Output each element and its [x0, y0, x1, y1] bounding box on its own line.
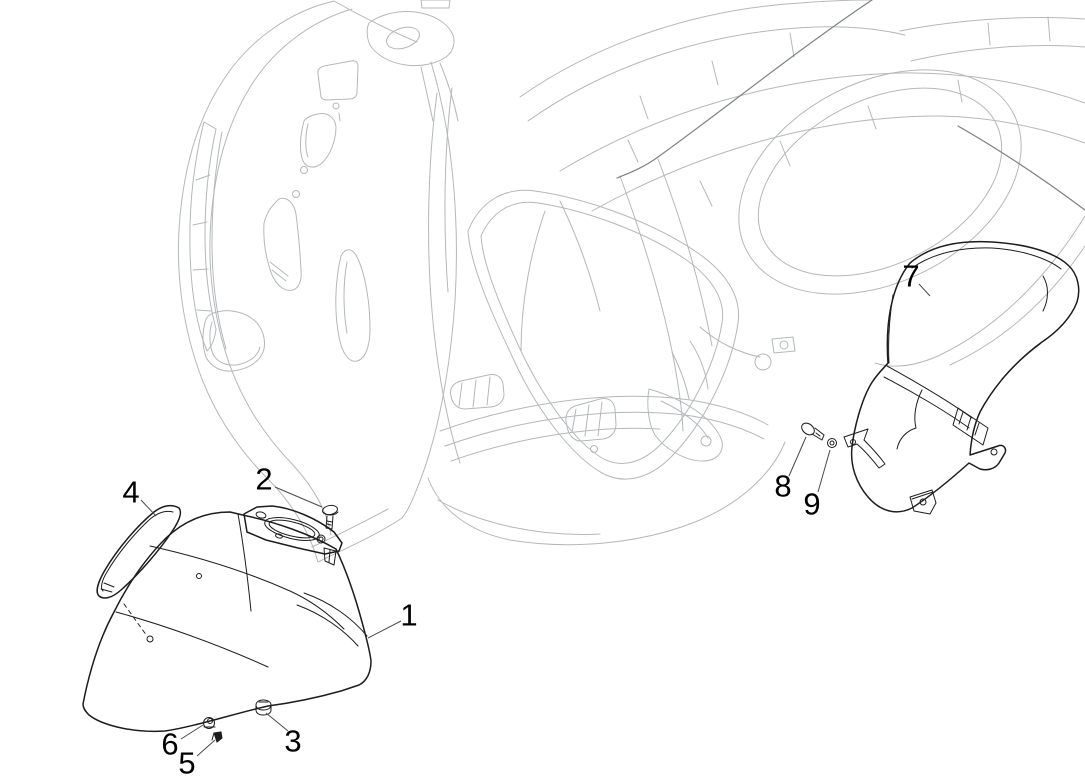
callout-3: 3	[265, 712, 302, 759]
front-mudguard-part-1	[82, 505, 372, 733]
callout-leader-line	[140, 499, 157, 517]
callout-number: 3	[284, 724, 301, 759]
callout-number: 4	[122, 475, 139, 510]
callout-leader-line	[274, 486, 323, 508]
callout-leader-line	[817, 449, 831, 493]
floorboard	[427, 326, 796, 546]
callout-leader-line	[918, 283, 931, 297]
steering-head	[366, 0, 459, 122]
callout-number: 8	[774, 469, 791, 504]
callout-leader-line	[367, 620, 402, 639]
callout-number: 6	[161, 727, 178, 762]
callout-6: 6	[161, 724, 204, 762]
callout-4: 4	[122, 475, 157, 517]
callout-leader-line	[180, 724, 204, 740]
callout-5: 5	[178, 739, 216, 781]
callout-8: 8	[774, 436, 807, 504]
callout-leader-line	[788, 436, 807, 477]
mudguard-mount-platform	[243, 505, 343, 566]
washer-part-9	[827, 438, 837, 448]
callout-leader-line	[265, 712, 289, 732]
callouts-layer: 1 2 3 4 56 7 89	[122, 259, 931, 781]
screw-part-8	[801, 422, 825, 441]
callout-1: 1	[367, 598, 418, 639]
callout-9: 9	[803, 449, 831, 522]
scooter-body-wireframe	[177, 0, 1085, 563]
callout-7: 7	[902, 259, 931, 297]
screw-part-2	[322, 504, 339, 530]
rear-body	[519, 0, 1085, 432]
callout-number: 7	[902, 259, 919, 294]
clip-part-6	[203, 717, 216, 729]
callout-number: 1	[400, 598, 417, 633]
panel-seams	[616, 0, 1085, 211]
callout-number: 9	[803, 487, 820, 522]
screw-part-5	[211, 731, 223, 743]
callout-leader-line	[196, 739, 216, 757]
callout-number: 2	[255, 462, 272, 497]
callout-2: 2	[255, 462, 323, 508]
frame-mid	[428, 87, 740, 480]
nut-part-3	[255, 699, 272, 716]
front-shield	[177, 0, 457, 563]
mudguard-trim-part-4	[96, 504, 182, 599]
callout-number: 5	[178, 746, 195, 781]
rear-mudguard-part-7	[843, 240, 1080, 515]
